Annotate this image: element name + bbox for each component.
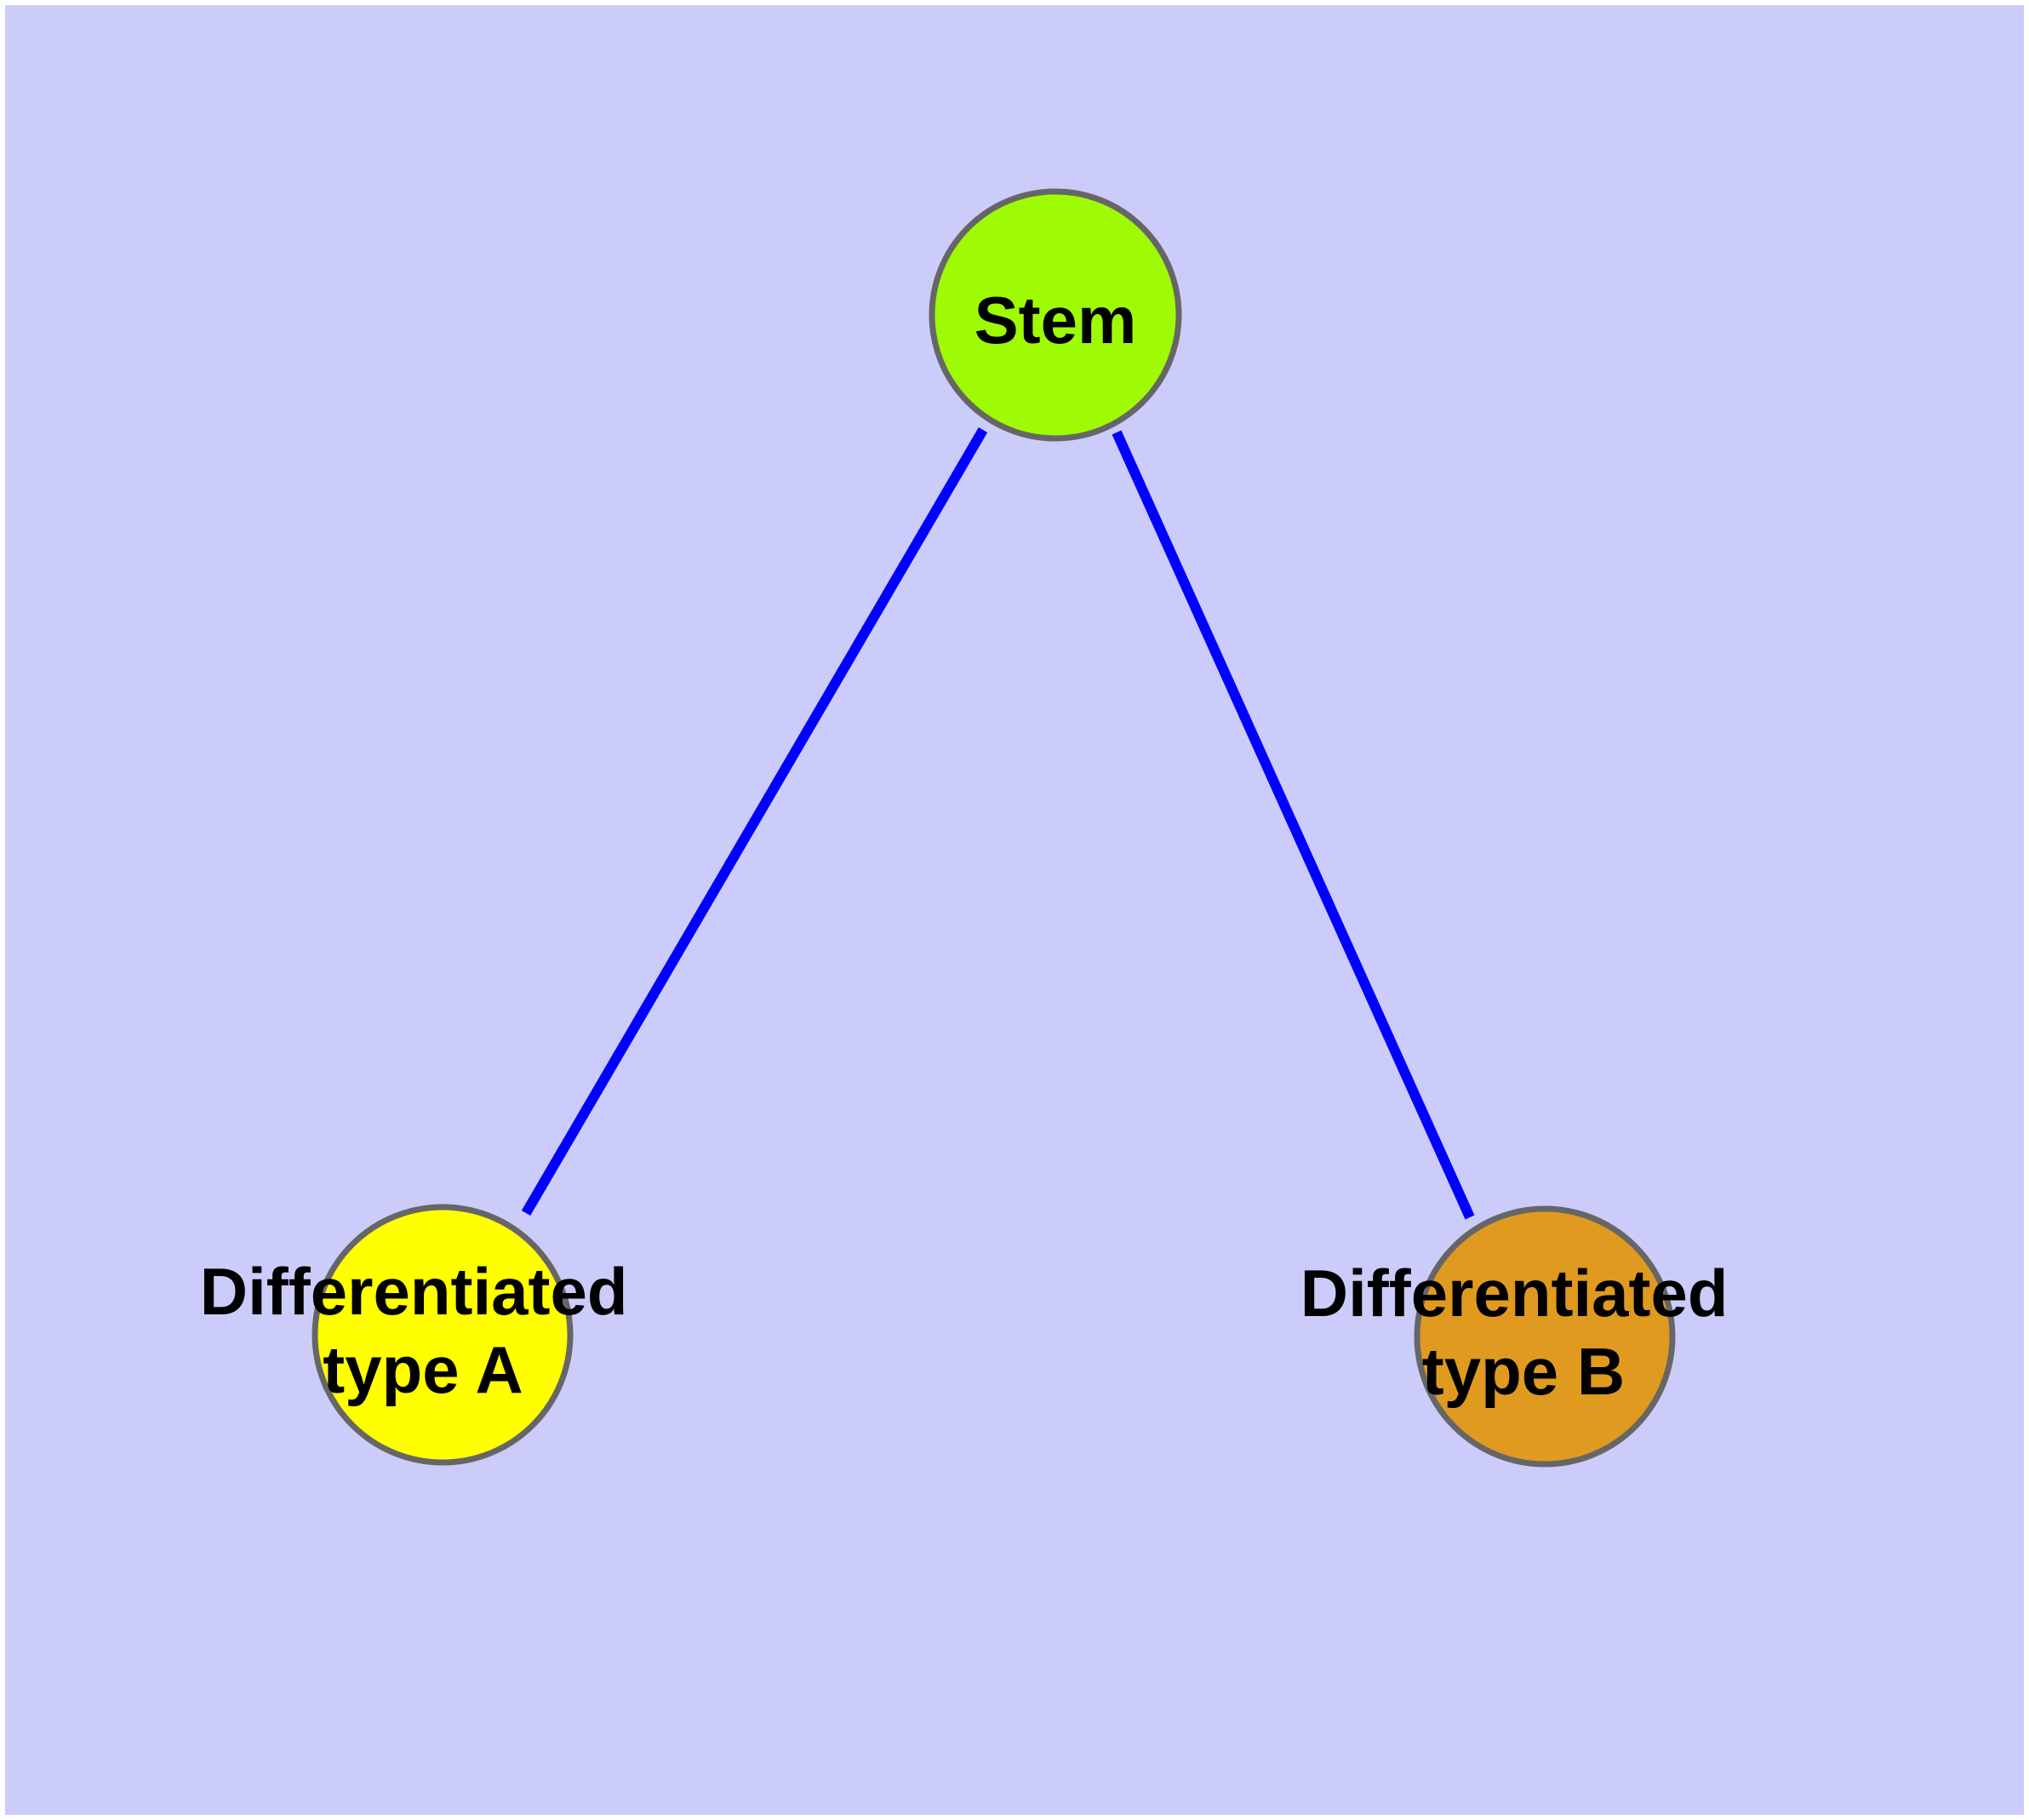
edge-stem-to-differentiated-type-a[interactable] — [521, 426, 988, 1216]
node-differentiated-type-b-label-line-1: Differentiated — [1300, 1256, 1729, 1331]
node-differentiated-type-a[interactable] — [311, 1204, 574, 1466]
node-stem[interactable] — [929, 188, 1182, 442]
node-differentiated-type-a-label: Differentiated type A — [200, 1254, 646, 1407]
edge-stem-to-differentiated-type-b[interactable] — [1112, 430, 1475, 1220]
node-stem-label: Stem — [974, 283, 1137, 358]
node-labels-layer: Stem Differentiated type A Differentiate… — [200, 283, 1746, 1409]
nodes-layer — [311, 188, 1676, 1468]
node-differentiated-type-b-label-line-2: type B — [1422, 1334, 1625, 1409]
edges-layer — [521, 426, 1475, 1220]
node-differentiated-type-b[interactable] — [1414, 1205, 1676, 1468]
node-stem-label-line-1: Stem — [974, 283, 1137, 358]
node-differentiated-type-a-label-line-1: Differentiated — [200, 1254, 628, 1329]
node-differentiated-type-b-label: Differentiated type B — [1300, 1256, 1746, 1409]
node-differentiated-type-a-label-line-2: type A — [323, 1332, 523, 1407]
